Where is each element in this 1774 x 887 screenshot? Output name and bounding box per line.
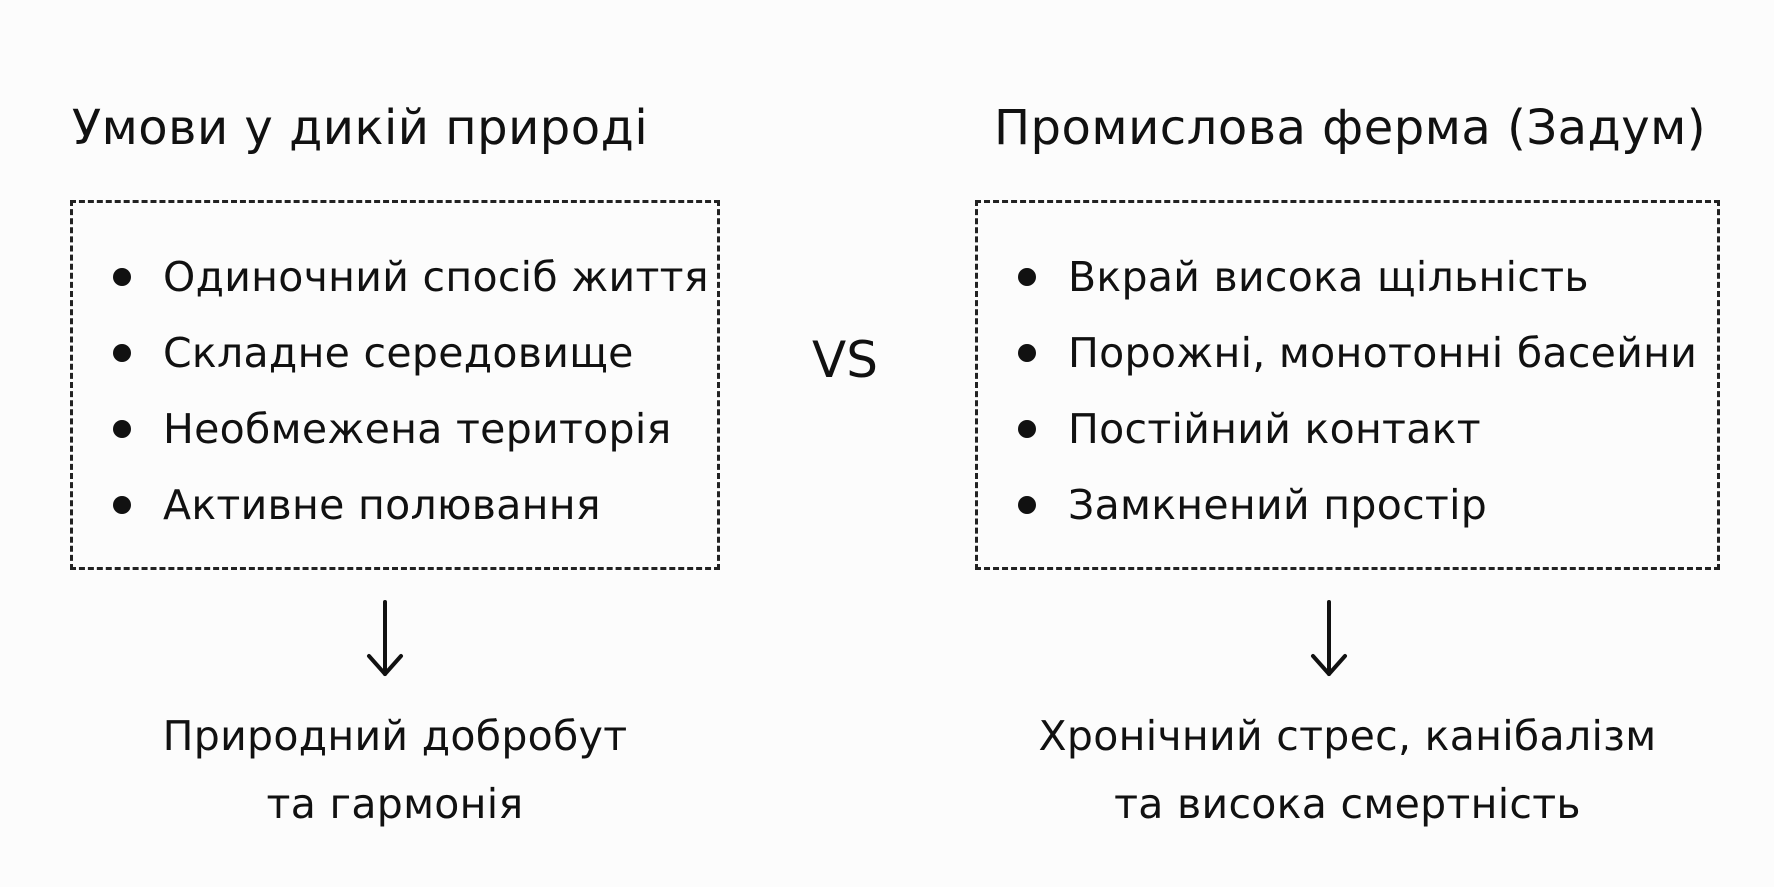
farm-outcome: Хронічний стрес, канібалізм та висока см… [975, 702, 1720, 838]
bullet-dot-icon [113, 420, 131, 438]
bullet-dot-icon [1018, 268, 1036, 286]
bullet-dot-icon [1018, 496, 1036, 514]
bullet-dot-icon [113, 268, 131, 286]
wild-outcome-line: Природний добробут [162, 712, 628, 760]
list-item-label: Активне полювання [163, 481, 601, 529]
list-item-label: Порожні, монотонні басейни [1068, 329, 1698, 377]
list-item: Вкрай висока щільність [1018, 239, 1697, 315]
list-item: Активне полювання [113, 467, 697, 543]
list-item: Необмежена територія [113, 391, 697, 467]
farm-outcome-line: Хронічний стрес, канібалізм [1038, 712, 1657, 760]
list-item: Складне середовище [113, 315, 697, 391]
list-item-label: Вкрай висока щільність [1068, 253, 1589, 301]
list-item-label: Замкнений простір [1068, 481, 1488, 529]
arrow-down-icon [1311, 600, 1347, 676]
list-item-label: Складне середовище [163, 329, 634, 377]
wild-conditions-heading: Умови у дикій природі [71, 100, 649, 156]
wild-conditions-box: Одиночний спосіб життя Складне середовищ… [70, 200, 720, 570]
bullet-dot-icon [1018, 420, 1036, 438]
list-item-label: Постійний контакт [1068, 405, 1481, 453]
list-item: Замкнений простір [1018, 467, 1697, 543]
list-item-label: Одиночний спосіб життя [163, 253, 709, 301]
farm-conditions-heading: Промислова ферма (Задум) [993, 100, 1707, 156]
bullet-dot-icon [113, 344, 131, 362]
bullet-dot-icon [1018, 344, 1036, 362]
wild-conditions-list: Одиночний спосіб життя Складне середовищ… [113, 239, 709, 543]
arrow-down-icon [367, 600, 403, 676]
farm-conditions-list: Вкрай висока щільність Порожні, монотонн… [1018, 239, 1697, 543]
wild-outcome: Природний добробут та гармонія [70, 702, 720, 838]
list-item: Одиночний спосіб життя [113, 239, 709, 315]
farm-conditions-box: Вкрай висока щільність Порожні, монотонн… [975, 200, 1720, 570]
list-item-label: Необмежена територія [163, 405, 672, 453]
list-item: Постійний контакт [1018, 391, 1697, 467]
versus-label: VS [812, 331, 878, 389]
wild-outcome-line: та гармонія [266, 780, 524, 828]
farm-outcome-line: та висока смертність [1114, 780, 1581, 828]
list-item: Порожні, монотонні басейни [1018, 315, 1697, 391]
bullet-dot-icon [113, 496, 131, 514]
